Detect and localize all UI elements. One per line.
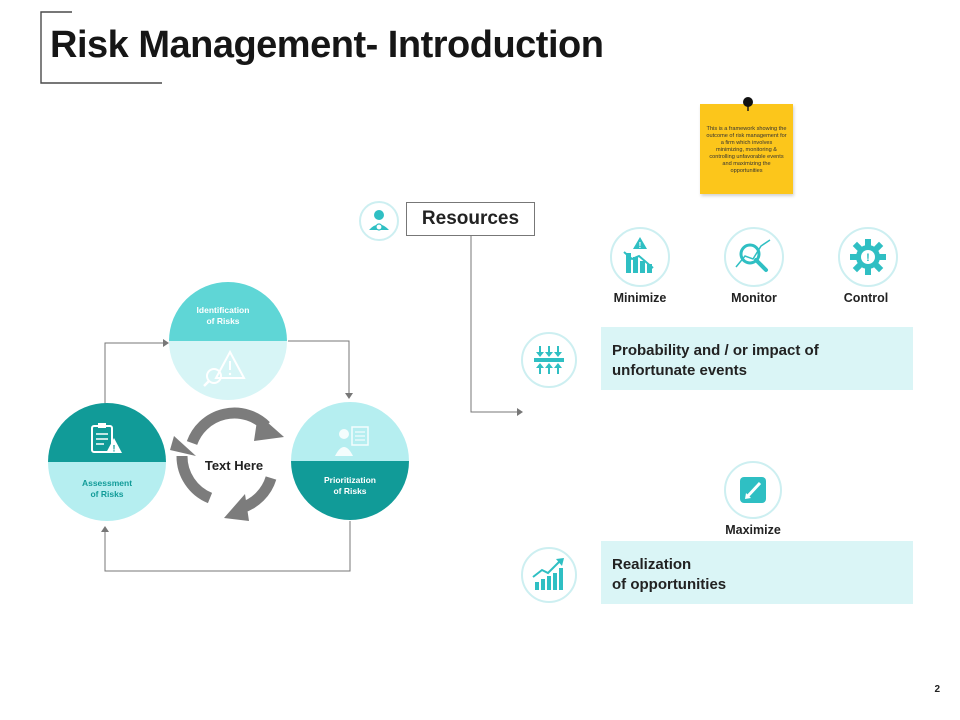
realization-line-2: of opportunities (612, 576, 727, 593)
cycle-arrowhead-3 (170, 436, 196, 456)
svg-text:!: ! (113, 444, 116, 454)
person-board-icon (335, 426, 369, 456)
growth-chart-icon (521, 547, 577, 603)
assessment-label: Assessment of Risks (81, 478, 133, 499)
page-number: 2 (934, 684, 940, 695)
probability-line-2: unfortunate events (612, 362, 748, 379)
connector-assessment-to-identification (104, 342, 167, 404)
prioritization-label: Prioritization of Risks (324, 475, 376, 496)
probability-line-1: Probability and / or impact of (612, 342, 819, 359)
person-gear-icon (359, 201, 399, 241)
sticky-note-text: This is a framework showing the outcome … (706, 126, 787, 174)
gear-warning-icon: ! (838, 227, 898, 287)
realization-panel: Realization of opportunities (601, 541, 913, 604)
identification-label: Identification of Risks (196, 305, 250, 326)
assessment-node (48, 403, 166, 521)
search-warning-icon (203, 349, 246, 387)
svg-text:!: ! (639, 241, 642, 250)
title-bracket (40, 11, 162, 84)
connector-prioritization-to-assessment (104, 521, 351, 572)
clipboard-warning-icon: ! (91, 423, 122, 454)
compress-arrows-icon (521, 332, 577, 388)
svg-text:!: ! (866, 252, 870, 264)
sticky-note: This is a framework showing the outcome … (700, 97, 793, 194)
resources-box: Resources (406, 202, 535, 236)
monitor-label: Monitor (731, 291, 777, 305)
page-title: Risk Management- Introduction (50, 24, 604, 66)
control-label: Control (843, 291, 889, 305)
edit-box-icon (724, 461, 782, 519)
probability-panel: Probability and / or impact of unfortuna… (601, 327, 913, 390)
connector-identification-to-prioritization (288, 340, 350, 397)
identification-node (169, 282, 287, 400)
realization-line-1: Realization (612, 556, 692, 573)
cycle-arrowhead-2 (224, 494, 249, 521)
cycle-arrowhead-1 (254, 414, 284, 441)
maximize-label: Maximize (725, 523, 781, 537)
connector-arrowhead (517, 408, 523, 416)
chart-warning-icon: ! (610, 227, 670, 287)
prioritization-node (291, 402, 409, 520)
pin-icon (743, 97, 753, 111)
magnifier-chart-icon (724, 227, 784, 287)
cycle-center-text: Text Here (204, 458, 264, 473)
minimize-label: Minimize (613, 291, 667, 305)
resources-connector (470, 236, 517, 413)
